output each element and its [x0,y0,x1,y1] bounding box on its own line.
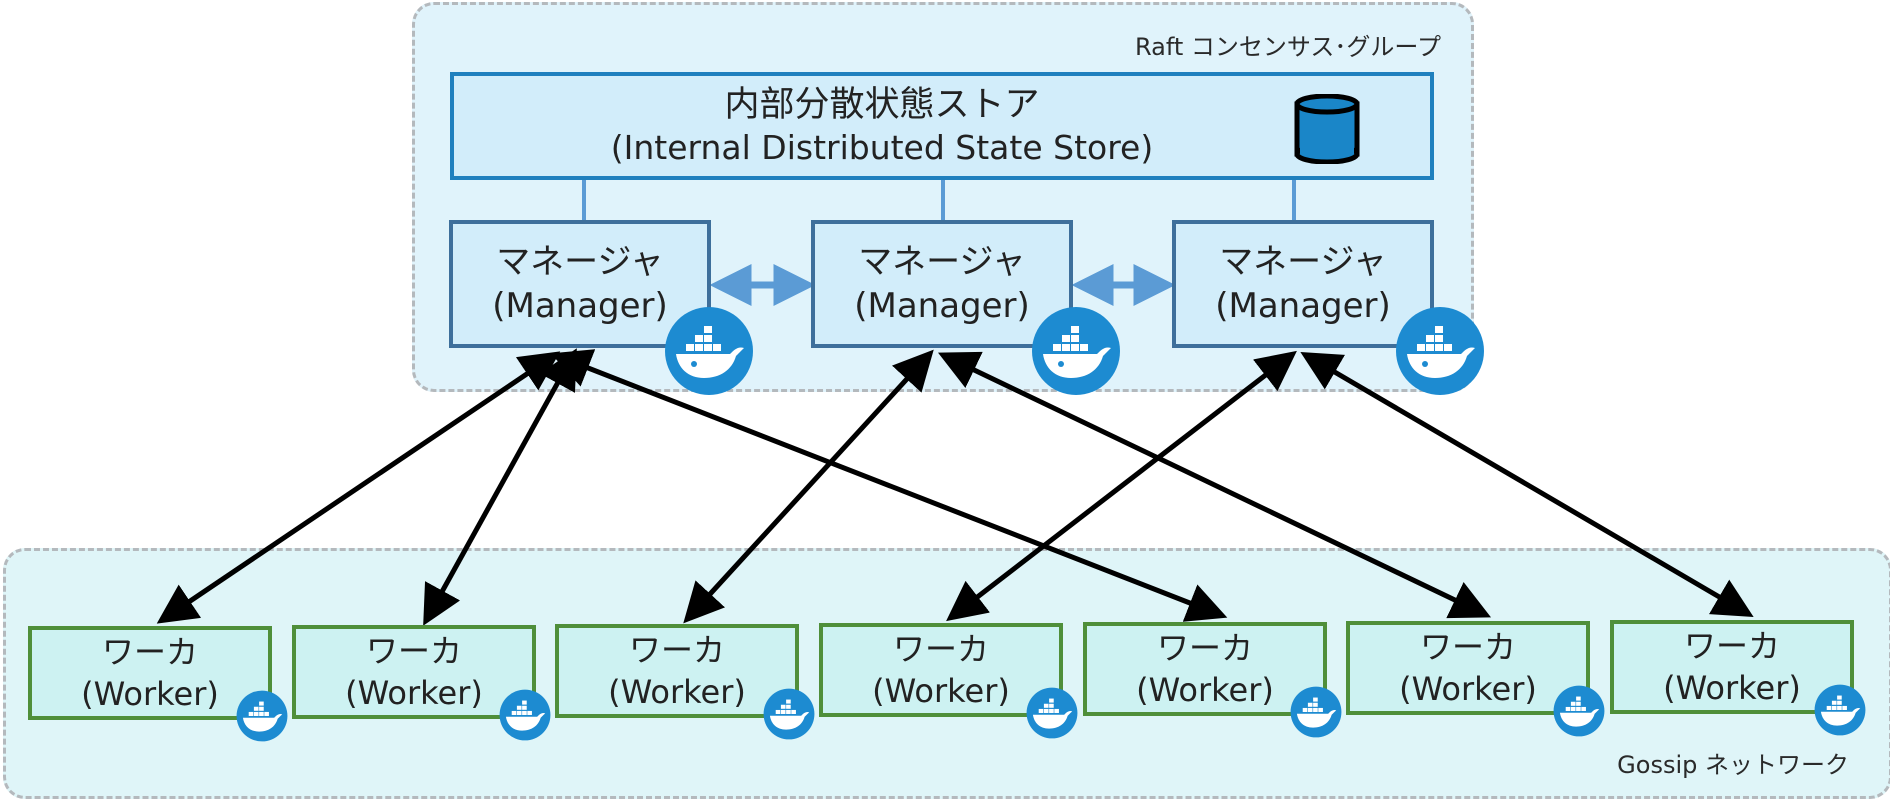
manager-worker-link [156,351,561,624]
internal-distributed-state-store: 内部分散状態ストア (Internal Distributed State St… [450,72,1434,180]
manager-label-ja: マネージャ [496,242,664,282]
state-store-title-en: (Internal Distributed State Store) [610,128,1154,167]
manager-worker-link [946,350,1297,622]
worker-label-ja: ワーカ [365,632,462,670]
worker-node: ワーカ (Worker) [555,624,799,718]
docker-whale-icon [499,689,551,741]
gossip-group-label: Gossip ネットワーク [1617,751,1849,779]
worker-node: ワーカ (Worker) [1083,622,1327,716]
worker-label-en: (Worker) [608,673,746,711]
raft-group-label: Raft コンセンサス･グループ [1134,33,1441,61]
worker-label-en: (Worker) [1663,669,1801,707]
worker-label-ja: ワーカ [1156,629,1253,667]
docker-whale-icon [1290,686,1342,738]
database-icon [1294,94,1360,164]
worker-label-ja: ワーカ [628,631,725,669]
worker-node: ワーカ (Worker) [292,625,536,719]
manager-node: マネージャ (Manager) [449,220,711,348]
manager-label-ja: マネージャ [1219,242,1387,282]
manager-worker-link [423,348,577,626]
manager-label-en: (Manager) [492,286,668,326]
worker-label-en: (Worker) [872,672,1010,710]
docker-whale-icon [1553,685,1605,737]
worker-label-ja: ワーカ [1419,628,1516,666]
worker-node: ワーカ (Worker) [1610,620,1854,714]
manager-label-en: (Manager) [854,286,1030,326]
manager-node: マネージャ (Manager) [1172,220,1434,348]
worker-node: ワーカ (Worker) [28,626,272,720]
worker-node: ワーカ (Worker) [819,623,1063,717]
worker-label-ja: ワーカ [892,630,989,668]
manager-worker-link [1300,351,1754,618]
manager-worker-link [683,349,934,624]
manager-label-en: (Manager) [1215,286,1391,326]
docker-whale-icon [1032,307,1120,395]
docker-whale-icon [236,690,288,742]
worker-label-ja: ワーカ [101,633,198,671]
docker-whale-icon [763,688,815,740]
worker-label-en: (Worker) [1399,670,1537,708]
manager-node: マネージャ (Manager) [811,220,1073,348]
docker-whale-icon [665,307,753,395]
worker-label-ja: ワーカ [1683,627,1780,665]
docker-whale-icon [1396,307,1484,395]
worker-label-en: (Worker) [345,674,483,712]
state-store-title-ja: 内部分散状態ストア [724,85,1040,125]
docker-whale-icon [1026,687,1078,739]
docker-whale-icon [1814,684,1866,736]
manager-label-ja: マネージャ [858,242,1026,282]
worker-node: ワーカ (Worker) [1346,621,1590,715]
worker-label-en: (Worker) [1136,671,1274,709]
worker-label-en: (Worker) [81,675,219,713]
